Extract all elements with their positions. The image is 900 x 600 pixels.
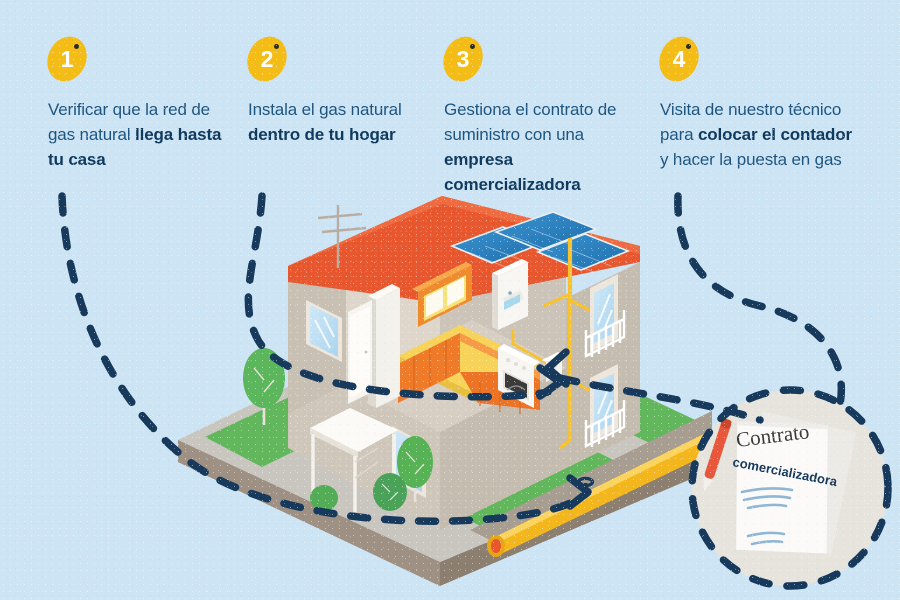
contract-illustration: Contrato comercializadora <box>692 390 888 586</box>
step-3-badge: 3 <box>436 30 490 88</box>
step-3-text: Gestiona el contrato de suministro con u… <box>444 97 640 197</box>
badge-dot-icon <box>470 44 475 49</box>
step-2-text-regular: Instala el gas natural <box>248 100 402 119</box>
balcony-front-upper <box>584 274 626 358</box>
soil-front-edge <box>178 440 712 586</box>
step-1-number: 1 <box>60 45 74 72</box>
step-1-text-regular: Verificar que la red de gas natural <box>48 100 210 144</box>
step-3-text-bold: empresa comercializadora <box>444 150 581 194</box>
step-2-text-bold: dentro de tu hogar <box>248 125 396 144</box>
step-3: 3 Gestiona el contrato de suministro con… <box>436 30 640 197</box>
step-2-text: Instala el gas natural dentro de tu hoga… <box>248 97 434 147</box>
fridge <box>368 284 400 408</box>
bush-rear-left <box>310 485 338 511</box>
step-4-text-regular: Visita de nuestro técnico para <box>660 100 842 144</box>
step-2-badge: 2 <box>240 30 294 88</box>
step-1: 1 Verificar que la red de gas natural ll… <box>40 30 234 172</box>
badge-dot-icon <box>274 44 279 49</box>
step-2: 2 Instala el gas natural dentro de tu ho… <box>240 30 434 147</box>
step-4-text-bold: colocar el contador <box>698 125 852 144</box>
step-2-number: 2 <box>260 45 274 72</box>
step-1-badge: 1 <box>40 30 94 88</box>
step-4-text-regular-2: y hacer la puesta en gas <box>660 150 842 169</box>
step-4: 4 Visita de nuestro técnico para colocar… <box>652 30 860 172</box>
interior-door <box>348 300 372 404</box>
badge-dot-icon <box>74 44 79 49</box>
bush-front <box>373 473 407 511</box>
step-4-number: 4 <box>672 45 686 72</box>
step-3-number: 3 <box>456 45 470 72</box>
step-1-text-bold: llega hasta tu casa <box>48 125 222 169</box>
badge-dot-icon <box>686 44 691 49</box>
step-4-text: Visita de nuestro técnico para colocar e… <box>660 97 860 172</box>
step-4-badge: 4 <box>652 30 706 88</box>
step-3-text-regular: Gestiona el contrato de suministro con u… <box>444 100 617 144</box>
step-1-text: Verificar que la red de gas natural lleg… <box>48 97 234 172</box>
